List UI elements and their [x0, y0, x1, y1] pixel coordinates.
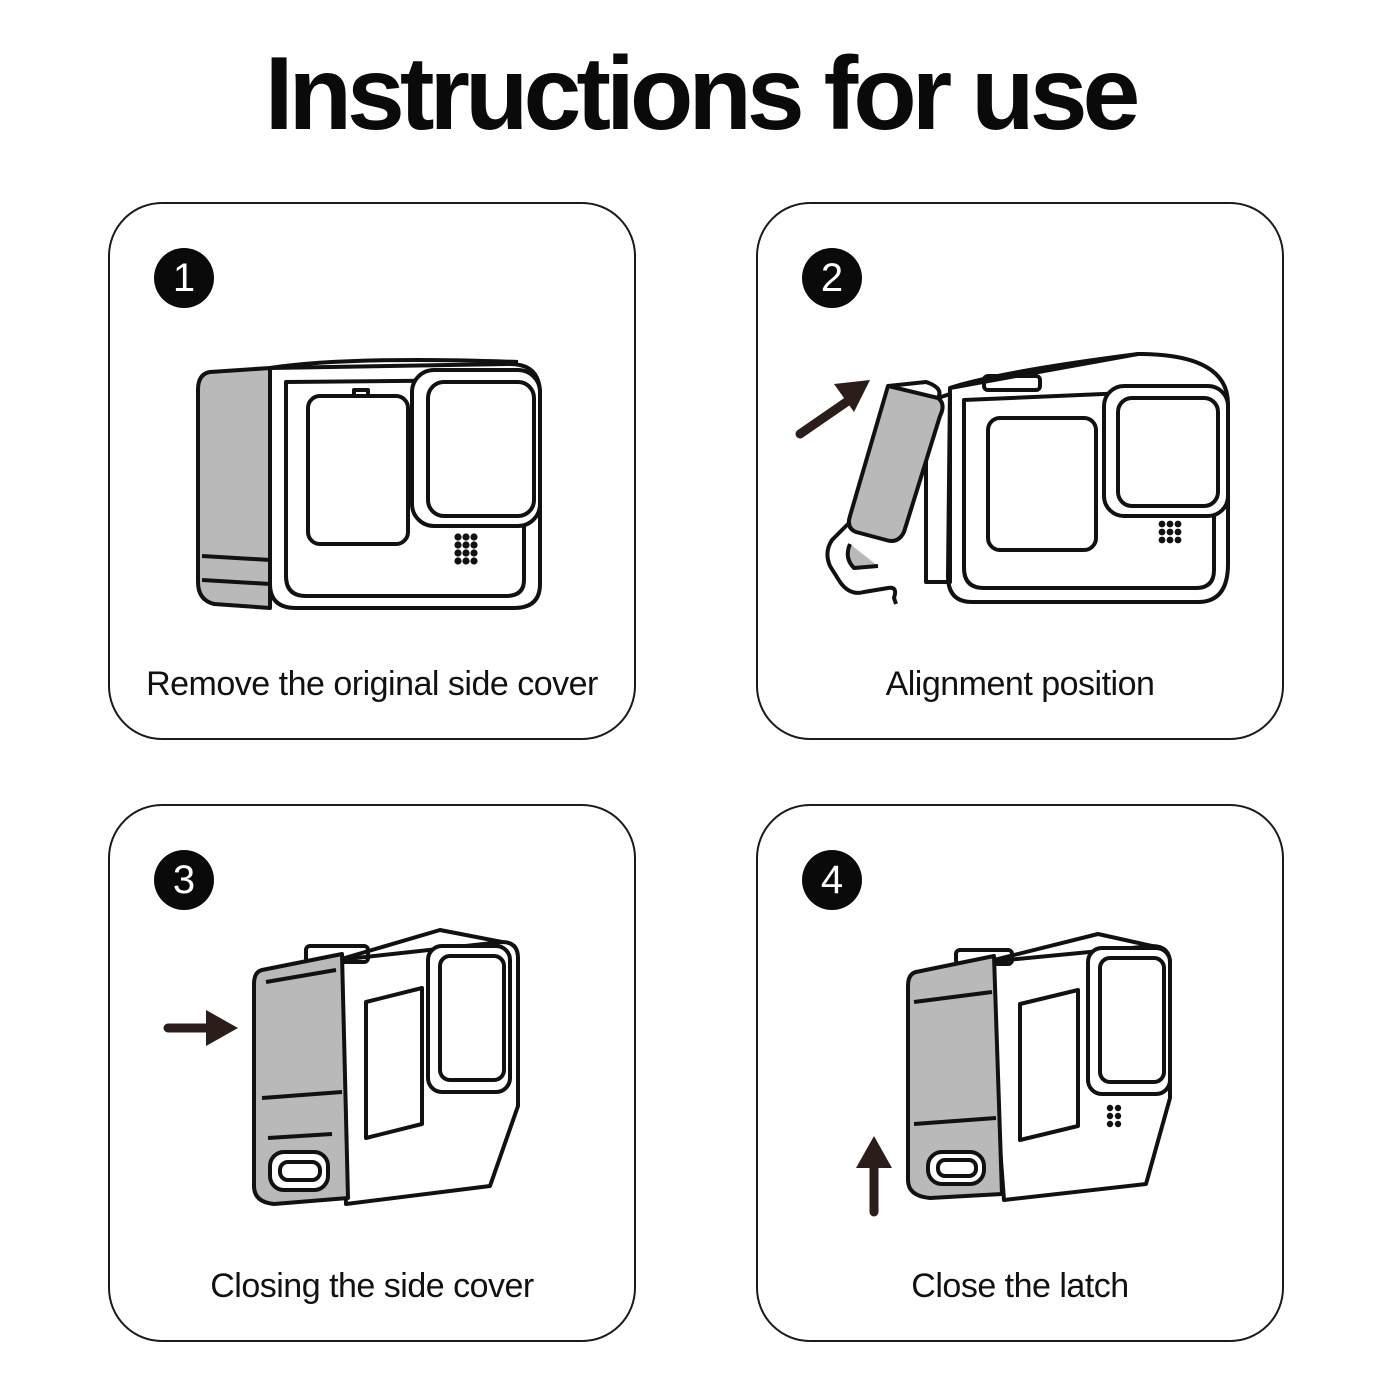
step-card-4: 4 Close th: [756, 804, 1284, 1342]
camera-latch-closing-icon: [856, 932, 1172, 1217]
step-caption: Closing the side cover: [210, 1267, 534, 1305]
step-number-badge: 3: [154, 850, 214, 910]
step-card-1: 1 Remove the original side cover: [108, 202, 636, 740]
page-title: Instructions for use: [264, 36, 1141, 152]
arrow-icon: [163, 1010, 238, 1046]
step-caption: Alignment position: [885, 665, 1155, 703]
arrow-icon: [795, 380, 870, 439]
step-number-badge: 1: [154, 248, 214, 308]
camera-cover-alignment-icon: [795, 352, 1230, 605]
arrow-icon: [856, 1136, 892, 1217]
step-number-badge: 4: [802, 850, 862, 910]
step-card-2: 2: [756, 202, 1284, 740]
step-caption: Close the latch: [911, 1267, 1129, 1305]
camera-front-icon: [196, 358, 542, 610]
step-caption: Remove the original side cover: [146, 665, 598, 703]
camera-cover-closing-icon: [163, 928, 520, 1206]
step-card-3: 3 Closing the side cover: [108, 804, 636, 1342]
step-number-badge: 2: [802, 248, 862, 308]
